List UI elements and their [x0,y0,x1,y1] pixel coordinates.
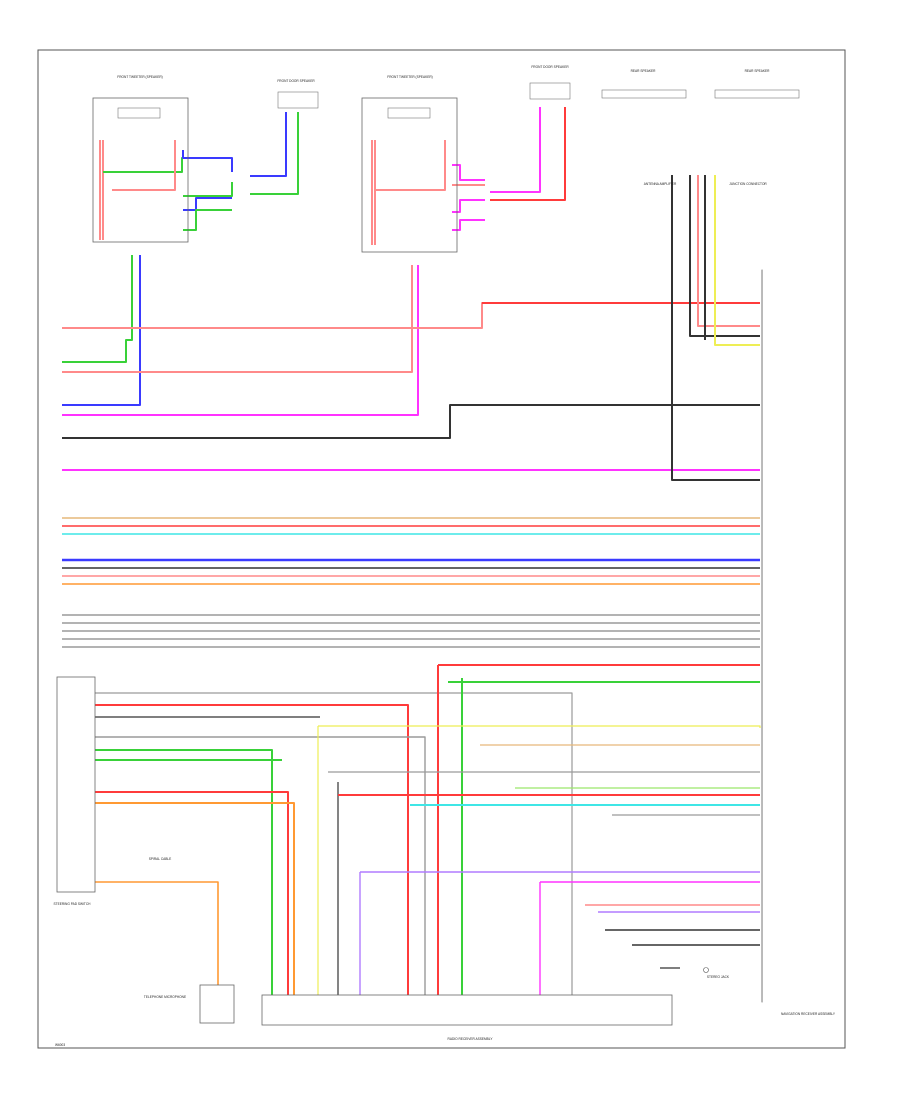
wire-red-45 [95,704,409,995]
radio-receiver-connector-box [261,994,673,1026]
front-left-door-speaker-label: FRONT DOOR SPEAKER [531,65,569,69]
wire-green-5 [183,182,233,197]
wire-blue-4 [182,150,233,172]
wire-pink-29 [697,175,760,327]
wire-gray-47 [95,736,426,995]
footer-id: W6003 [55,1043,65,1047]
wire-green-10 [62,255,133,363]
front-right-speaker-label: FRONT TWEETER (SPEAKER) [117,75,162,79]
antenna-amplifier-label: ANTENNA AMPLIFIER [644,182,677,186]
wire-yellow-30 [714,175,760,346]
wire-orange-51 [95,802,295,995]
rear-left-speaker-connector [601,89,687,99]
wire-orange-52 [95,881,219,985]
component-group: FRONT TWEETER (SPEAKER) FRONT DOOR SPEAK… [54,65,836,1047]
front-right-door-speaker-label: FRONT DOOR SPEAKER [277,79,315,83]
spiral-cable-label: SPIRAL CABLE [149,857,172,861]
wire-blue-6 [183,197,232,211]
wire-green-9 [250,112,299,195]
front-left-speaker-box [361,97,458,253]
wire-blue-11 [62,255,141,406]
wire-black-27 [671,175,760,481]
front-left-speaker-connector [387,107,431,119]
diagram-frame [37,49,846,1049]
wire-yellow-57 [318,725,761,728]
front-right-speaker-connector [117,107,161,119]
rear-right-speaker-connector [714,89,800,99]
stereo-jack-label: STEREO JACK [707,975,730,979]
telephone-microphone-box [199,984,235,1024]
wire-gray-44 [95,692,573,995]
wire-pink-22 [62,265,413,373]
front-left-door-speaker-connector [529,82,571,100]
wire-group [62,107,761,995]
wire-blue-8 [250,112,287,177]
wire-magenta-21 [62,265,419,416]
wire-green-48 [95,749,273,995]
wire-black-28 [689,175,760,337]
navigation-receiver-label: NAVIGATION RECEIVER ASSEMBLY [781,1012,836,1016]
front-left-speaker-label: FRONT TWEETER (SPEAKER) [387,75,432,79]
wire-black-25 [62,404,760,439]
wire-magenta-18 [452,219,485,231]
wire-red-50 [95,791,289,995]
rear-left-speaker-label: REAR SPEAKER [631,69,656,73]
wire-pink-14 [375,140,446,191]
stereo-jack-terminal [703,967,709,973]
wire-magenta-15 [452,164,485,181]
junction-label: JUNCTION CONNECTOR [729,182,767,186]
rear-right-speaker-label: REAR SPEAKER [745,69,770,73]
steering-pad-switch-box [56,676,96,893]
wire-red-20 [490,107,566,201]
wire-green-7 [183,209,232,231]
wire-green-2 [103,157,225,173]
front-right-speaker-box [92,97,189,243]
wire-magenta-19 [490,107,541,193]
front-right-door-speaker-connector [277,91,319,109]
wire-magenta-17 [452,199,485,213]
radio-receiver-label: RADIO RECEIVER ASSEMBLY [448,1037,494,1041]
steering-pad-switch-label: STEERING PAD SWITCH [54,902,92,906]
telephone-microphone-label: TELEPHONE MICROPHONE [144,995,186,999]
wire-pink-3 [112,140,176,191]
